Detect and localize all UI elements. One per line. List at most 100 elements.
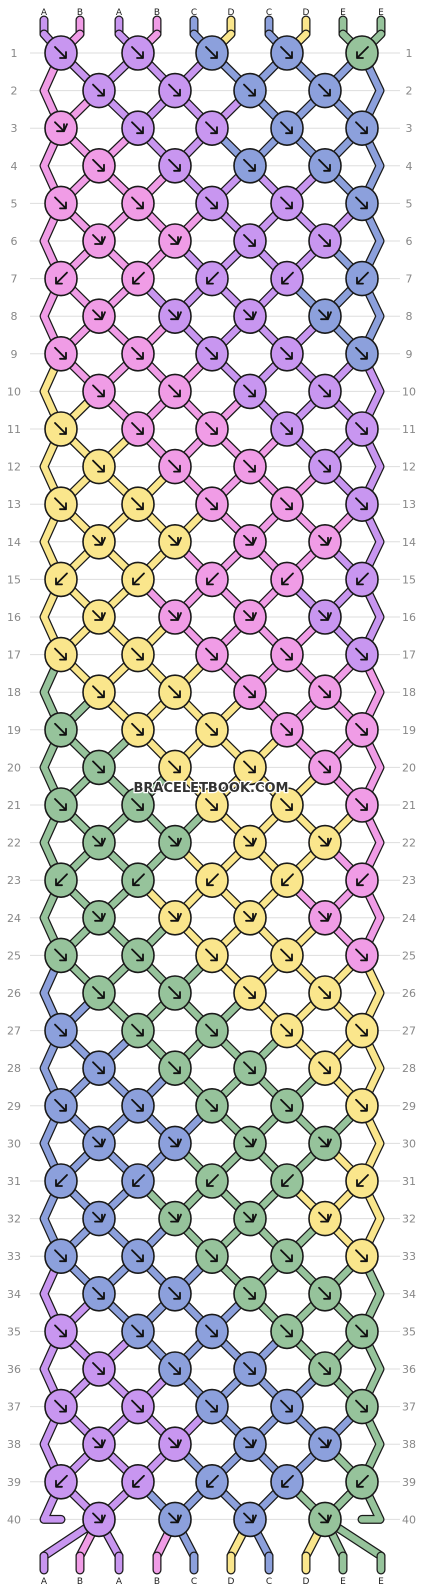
knot-arrow-icon: [205, 798, 218, 811]
knot: [158, 298, 192, 335]
knot-arrow-icon: [54, 46, 67, 59]
knot: [158, 1200, 192, 1237]
knot: [44, 335, 78, 372]
knot: [82, 1200, 116, 1237]
row-number-left: 18: [7, 686, 21, 699]
knot-arrow-icon: [318, 234, 331, 247]
row-number-right: 19: [402, 724, 416, 737]
row-number-left: 7: [11, 273, 18, 286]
knot-arrow-icon: [355, 1249, 368, 1263]
knot-arrow-icon: [355, 647, 368, 661]
knot-arrow-icon: [243, 1362, 256, 1375]
knot-arrow-icon: [355, 422, 368, 435]
knot-arrow-icon: [318, 986, 331, 999]
knot: [195, 35, 229, 71]
row-number-left: 37: [7, 1401, 21, 1414]
knot: [158, 1426, 192, 1462]
knot: [82, 599, 116, 635]
knot-arrow-icon: [54, 346, 67, 360]
row-number-left: 12: [7, 461, 21, 474]
knot-arrow-icon: [318, 309, 332, 321]
knot-arrow-icon: [318, 610, 332, 621]
knot: [270, 1388, 304, 1425]
knot-arrow-icon: [205, 1098, 218, 1112]
knot: [308, 148, 342, 184]
knot-arrow-icon: [356, 1174, 369, 1187]
strand-label-top: B: [154, 8, 160, 18]
knot: [233, 599, 267, 635]
knot: [121, 1163, 155, 1199]
knot: [270, 185, 304, 222]
knot: [308, 1501, 342, 1538]
knot: [233, 749, 267, 786]
knot-arrow-icon: [355, 722, 368, 736]
knot-arrow-icon: [243, 610, 257, 621]
knot-arrow-icon: [168, 309, 182, 321]
knot-arrow-icon: [92, 1362, 105, 1375]
knot: [121, 260, 155, 297]
knot: [233, 1125, 267, 1162]
knot: [121, 335, 155, 372]
knot-arrow-icon: [318, 384, 331, 398]
knot: [195, 1388, 229, 1425]
knot: [308, 72, 342, 109]
knot-arrow-icon: [355, 121, 368, 135]
knot-arrow-icon: [318, 685, 331, 699]
knot: [44, 486, 78, 523]
knot-arrow-icon: [355, 948, 368, 962]
knot: [121, 636, 155, 673]
row-number-left: 15: [7, 573, 21, 586]
knot: [44, 35, 78, 71]
row-number-left: 9: [11, 348, 18, 361]
knot-arrow-icon: [280, 346, 293, 360]
knot: [158, 223, 192, 259]
knot: [82, 899, 116, 936]
row-number-left: 11: [7, 423, 21, 436]
row-number-left: 21: [7, 799, 21, 812]
knot: [158, 1125, 192, 1162]
knot-arrow-icon: [131, 196, 144, 210]
knot: [158, 599, 192, 635]
knot: [82, 1501, 116, 1538]
knot-arrow-icon: [280, 948, 293, 962]
strand-label-bottom: D: [303, 1577, 310, 1587]
knot-arrow-icon: [206, 572, 219, 586]
knot: [158, 749, 192, 786]
knot: [82, 1125, 116, 1162]
knot-arrow-icon: [168, 1211, 182, 1223]
row-number-left: 39: [7, 1476, 21, 1489]
knot: [233, 1276, 267, 1312]
knot-arrow-icon: [131, 1098, 144, 1112]
row-number-left: 38: [7, 1438, 21, 1451]
knot-arrow-icon: [281, 873, 294, 887]
knot-arrow-icon: [243, 309, 257, 321]
knot: [121, 937, 155, 974]
row-number-left: 34: [7, 1288, 21, 1301]
row-number-right: 31: [402, 1175, 416, 1188]
knot-arrow-icon: [205, 647, 218, 661]
row-number-right: 38: [402, 1438, 416, 1451]
knot-arrow-icon: [54, 798, 67, 811]
knot: [195, 110, 229, 146]
row-number-left: 19: [7, 724, 21, 737]
strand-label-top: E: [340, 8, 346, 18]
knot: [121, 35, 155, 71]
knot: [44, 561, 78, 598]
knot-arrow-icon: [356, 572, 369, 586]
knot: [308, 824, 342, 861]
knot: [233, 1200, 267, 1237]
row-number-left: 10: [7, 385, 21, 398]
knot-arrow-icon: [92, 534, 106, 546]
knot-arrow-icon: [205, 1023, 218, 1037]
knot-arrow-icon: [168, 234, 182, 245]
row-number-left: 2: [11, 85, 18, 98]
knot: [345, 1464, 379, 1500]
knot: [233, 899, 267, 936]
row-number-right: 40: [402, 1513, 416, 1526]
knot: [82, 298, 116, 335]
knot: [270, 335, 304, 372]
knot-arrow-icon: [281, 572, 294, 586]
knot-arrow-icon: [318, 1061, 331, 1075]
knot-arrow-icon: [168, 685, 181, 699]
